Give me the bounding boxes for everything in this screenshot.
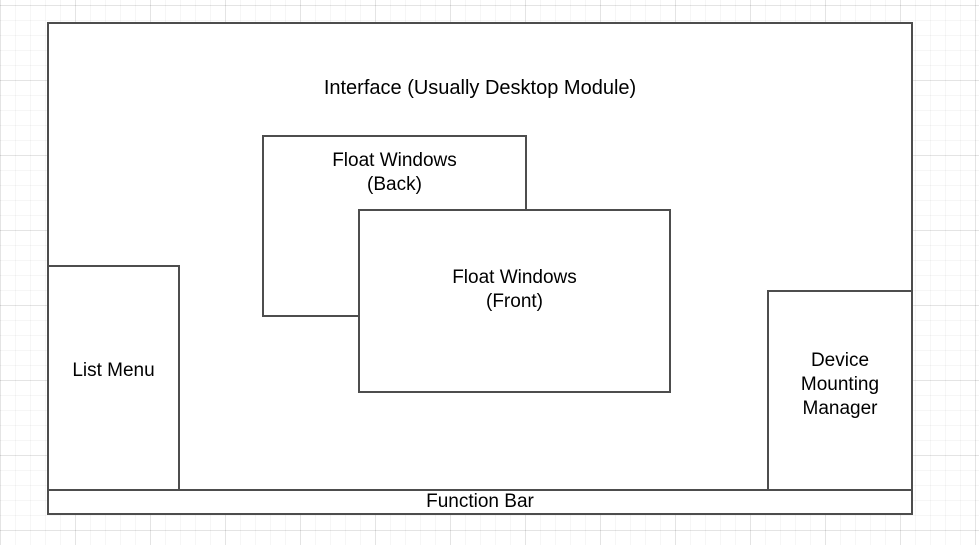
float-window-front-box[interactable]: Float Windows (Front) bbox=[358, 209, 671, 393]
function-bar-label: Function Bar bbox=[426, 491, 534, 512]
list-menu-box[interactable]: List Menu bbox=[47, 265, 180, 491]
list-menu-label: List Menu bbox=[72, 360, 155, 381]
device-mounting-manager-label: Device Mounting Manager bbox=[800, 350, 880, 419]
function-bar-box[interactable]: Function Bar bbox=[47, 489, 913, 515]
float-window-front-label: Float Windows (Front) bbox=[452, 267, 577, 312]
float-window-back-label: Float Windows (Back) bbox=[332, 150, 457, 195]
interface-container-label: Interface (Usually Desktop Module) bbox=[323, 77, 637, 99]
device-mounting-manager-box[interactable]: Device Mounting Manager bbox=[767, 290, 913, 491]
